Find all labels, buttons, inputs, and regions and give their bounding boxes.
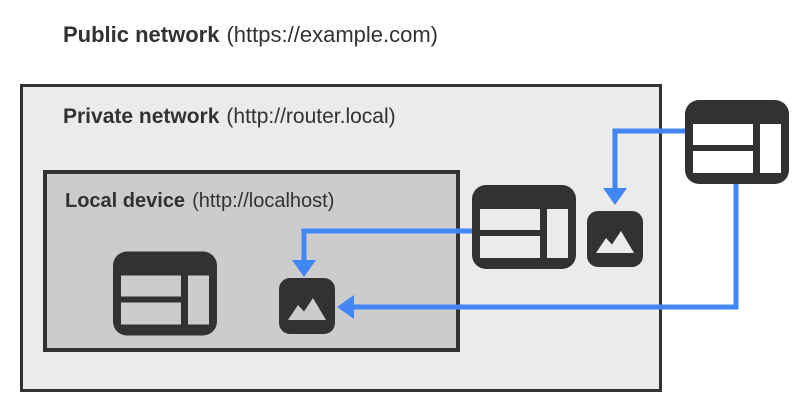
private-browser-window-icon <box>472 185 576 269</box>
local-device-title: Local device (http://localhost) <box>65 190 334 212</box>
local-device-box: Local device (http://localhost) <box>43 170 460 352</box>
local-image-resource-icon <box>279 278 335 334</box>
public-network-url: (https://example.com) <box>226 22 438 47</box>
private-image-resource-icon <box>587 211 643 267</box>
private-network-url: (http://router.local) <box>226 105 396 128</box>
private-network-title: Private network (http://router.local) <box>63 105 396 128</box>
local-browser-window-icon <box>113 251 217 336</box>
private-network-label: Private network <box>63 105 220 128</box>
public-network-title: Public network(https://example.com) <box>63 23 438 47</box>
public-browser-window-icon <box>685 100 789 184</box>
local-device-label: Local device <box>65 190 186 212</box>
public-network-label: Public network <box>63 22 220 47</box>
local-device-url: (http://localhost) <box>192 190 335 212</box>
